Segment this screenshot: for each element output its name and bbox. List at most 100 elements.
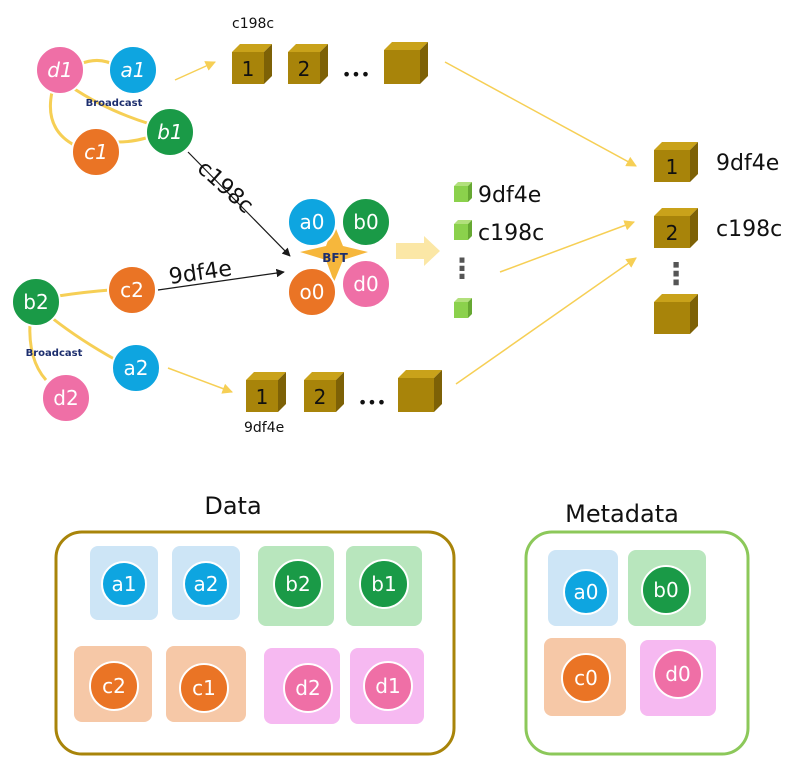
node-b2: b2 <box>11 277 61 327</box>
chain-2: 1 2 ••• 9df4e <box>244 257 637 436</box>
node-o0-label: o0 <box>300 280 325 304</box>
submit-label-9df4e: 9df4e <box>167 256 233 290</box>
arrow-b1-to-orderer <box>187 151 291 257</box>
chain-2-block-1: 1 <box>246 372 286 412</box>
link-d1-b1 <box>69 84 151 126</box>
chain-2-label: 9df4e <box>244 420 284 436</box>
chain-1: c198c 1 2 ••• <box>232 16 637 167</box>
data-tile-b2: b2 <box>258 546 334 626</box>
data-tile-c2-label: c2 <box>102 674 126 698</box>
data-tile-c1: c1 <box>166 646 246 722</box>
node-c2: c2 <box>107 265 157 315</box>
link-d1-c1 <box>48 91 77 148</box>
data-tile-d1: d1 <box>350 648 424 724</box>
chain-1-label: c198c <box>232 16 274 32</box>
queue-ellipsis: ⋮ <box>448 252 476 285</box>
metadata-tile-d0: d0 <box>640 640 716 716</box>
data-tile-d2-label: d2 <box>295 676 320 700</box>
data-tile-c1-label: c1 <box>192 676 216 700</box>
data-tile-a1-label: a1 <box>112 572 137 596</box>
data-tile-b1: b1 <box>346 546 422 626</box>
node-b1: b1 <box>145 107 195 157</box>
node-d2-label: d2 <box>53 386 78 410</box>
broadcast-label-2: Broadcast <box>26 348 83 359</box>
chain-1-block-2: 2 <box>288 44 328 84</box>
arrow-chain2-to-main <box>455 257 637 385</box>
main-block-1: 1 9df4e <box>654 142 779 182</box>
metadata-tile-b0: b0 <box>628 550 706 626</box>
queue-item-end <box>454 298 472 318</box>
submit-label-c198c: c198c <box>192 156 258 219</box>
metadata-tile-c0: c0 <box>544 638 626 716</box>
node-b0-label: b0 <box>353 210 378 234</box>
node-c2-label: c2 <box>120 278 144 302</box>
data-panel-title: Data <box>204 492 261 520</box>
main-block-end <box>654 294 698 334</box>
metadata-tile-c0-label: c0 <box>574 666 598 690</box>
node-a0: a0 <box>287 197 337 247</box>
chain-1-block-1-num: 1 <box>242 57 255 81</box>
data-tile-b1-label: b1 <box>371 572 396 596</box>
metadata-panel: Metadata a0 b0 c0 d0 <box>524 500 750 756</box>
bft-label: BFT <box>322 251 348 265</box>
bft-star-icon <box>300 224 368 282</box>
data-tile-c2: c2 <box>74 646 152 722</box>
node-c1-label: c1 <box>84 140 108 164</box>
chain-1-ellipsis: ••• <box>342 65 370 84</box>
metadata-tile-b0-label: b0 <box>653 578 678 602</box>
arrow-c2-to-orderer <box>157 268 285 291</box>
node-a1: a1 <box>108 45 158 95</box>
node-d0: d0 <box>341 259 391 309</box>
main-block-2-label: c198c <box>716 217 782 242</box>
node-d1-label: d1 <box>47 58 72 82</box>
network-2: b2 c2 a2 d2 Broadcast 9df4e <box>11 256 285 423</box>
orderer-cluster: a0 b0 o0 d0 BFT <box>287 197 440 317</box>
arrow-network2-to-chain2 <box>167 367 233 394</box>
link-c1-b1 <box>117 136 147 144</box>
node-o0: o0 <box>287 267 337 317</box>
chain-2-block-1-num: 1 <box>256 385 269 409</box>
node-d1: d1 <box>35 45 85 95</box>
metadata-tile-a0: a0 <box>548 550 618 626</box>
main-block-2: 2 c198c <box>654 208 782 248</box>
link-b2-a2 <box>51 316 117 362</box>
chain-1-block-1: 1 <box>232 44 272 84</box>
data-tile-d1-label: d1 <box>375 674 400 698</box>
data-tile-d2: d2 <box>264 648 340 724</box>
queue-item-1-label: 9df4e <box>478 183 541 208</box>
chain-1-block-end <box>384 42 428 84</box>
link-b2-c2 <box>57 288 111 298</box>
node-a1-label: a1 <box>121 58 146 82</box>
chain-1-block-2-num: 2 <box>298 57 311 81</box>
chain-2-block-end <box>398 370 442 412</box>
main-chain: 1 9df4e 2 c198c ⋮ <box>654 142 782 334</box>
metadata-tile-d0-label: d0 <box>665 662 690 686</box>
node-c1: c1 <box>71 127 121 177</box>
chain-2-block-2-num: 2 <box>314 385 327 409</box>
chain-2-ellipsis: ••• <box>358 393 386 412</box>
link-b2-d2 <box>28 321 48 382</box>
arrow-chain1-to-main <box>444 61 637 167</box>
broadcast-label-1: Broadcast <box>86 98 143 109</box>
data-tile-b2-label: b2 <box>285 572 310 596</box>
main-chain-ellipsis: ⋮ <box>661 257 691 292</box>
node-b0: b0 <box>341 197 391 247</box>
main-block-1-num: 1 <box>666 155 679 179</box>
tx-queue: 9df4e c198c ⋮ <box>448 182 635 318</box>
queue-item-2-label: c198c <box>478 221 544 246</box>
node-a2: a2 <box>111 343 161 393</box>
main-block-1-label: 9df4e <box>716 151 779 176</box>
data-tile-a2: a2 <box>172 546 240 620</box>
chain-2-block-2: 2 <box>304 372 344 412</box>
node-a2-label: a2 <box>124 356 149 380</box>
data-panel: Data a1 a2 b2 b1 c2 <box>54 492 456 756</box>
node-b1-label: b1 <box>157 120 182 144</box>
metadata-panel-title: Metadata <box>565 500 679 528</box>
data-tile-a1: a1 <box>90 546 158 620</box>
main-block-2-num: 2 <box>666 221 679 245</box>
arrow-network1-to-chain1 <box>174 61 216 81</box>
node-d2: d2 <box>41 373 91 423</box>
data-tile-a2-label: a2 <box>194 572 219 596</box>
orderer-output-arrow-icon <box>396 236 440 266</box>
